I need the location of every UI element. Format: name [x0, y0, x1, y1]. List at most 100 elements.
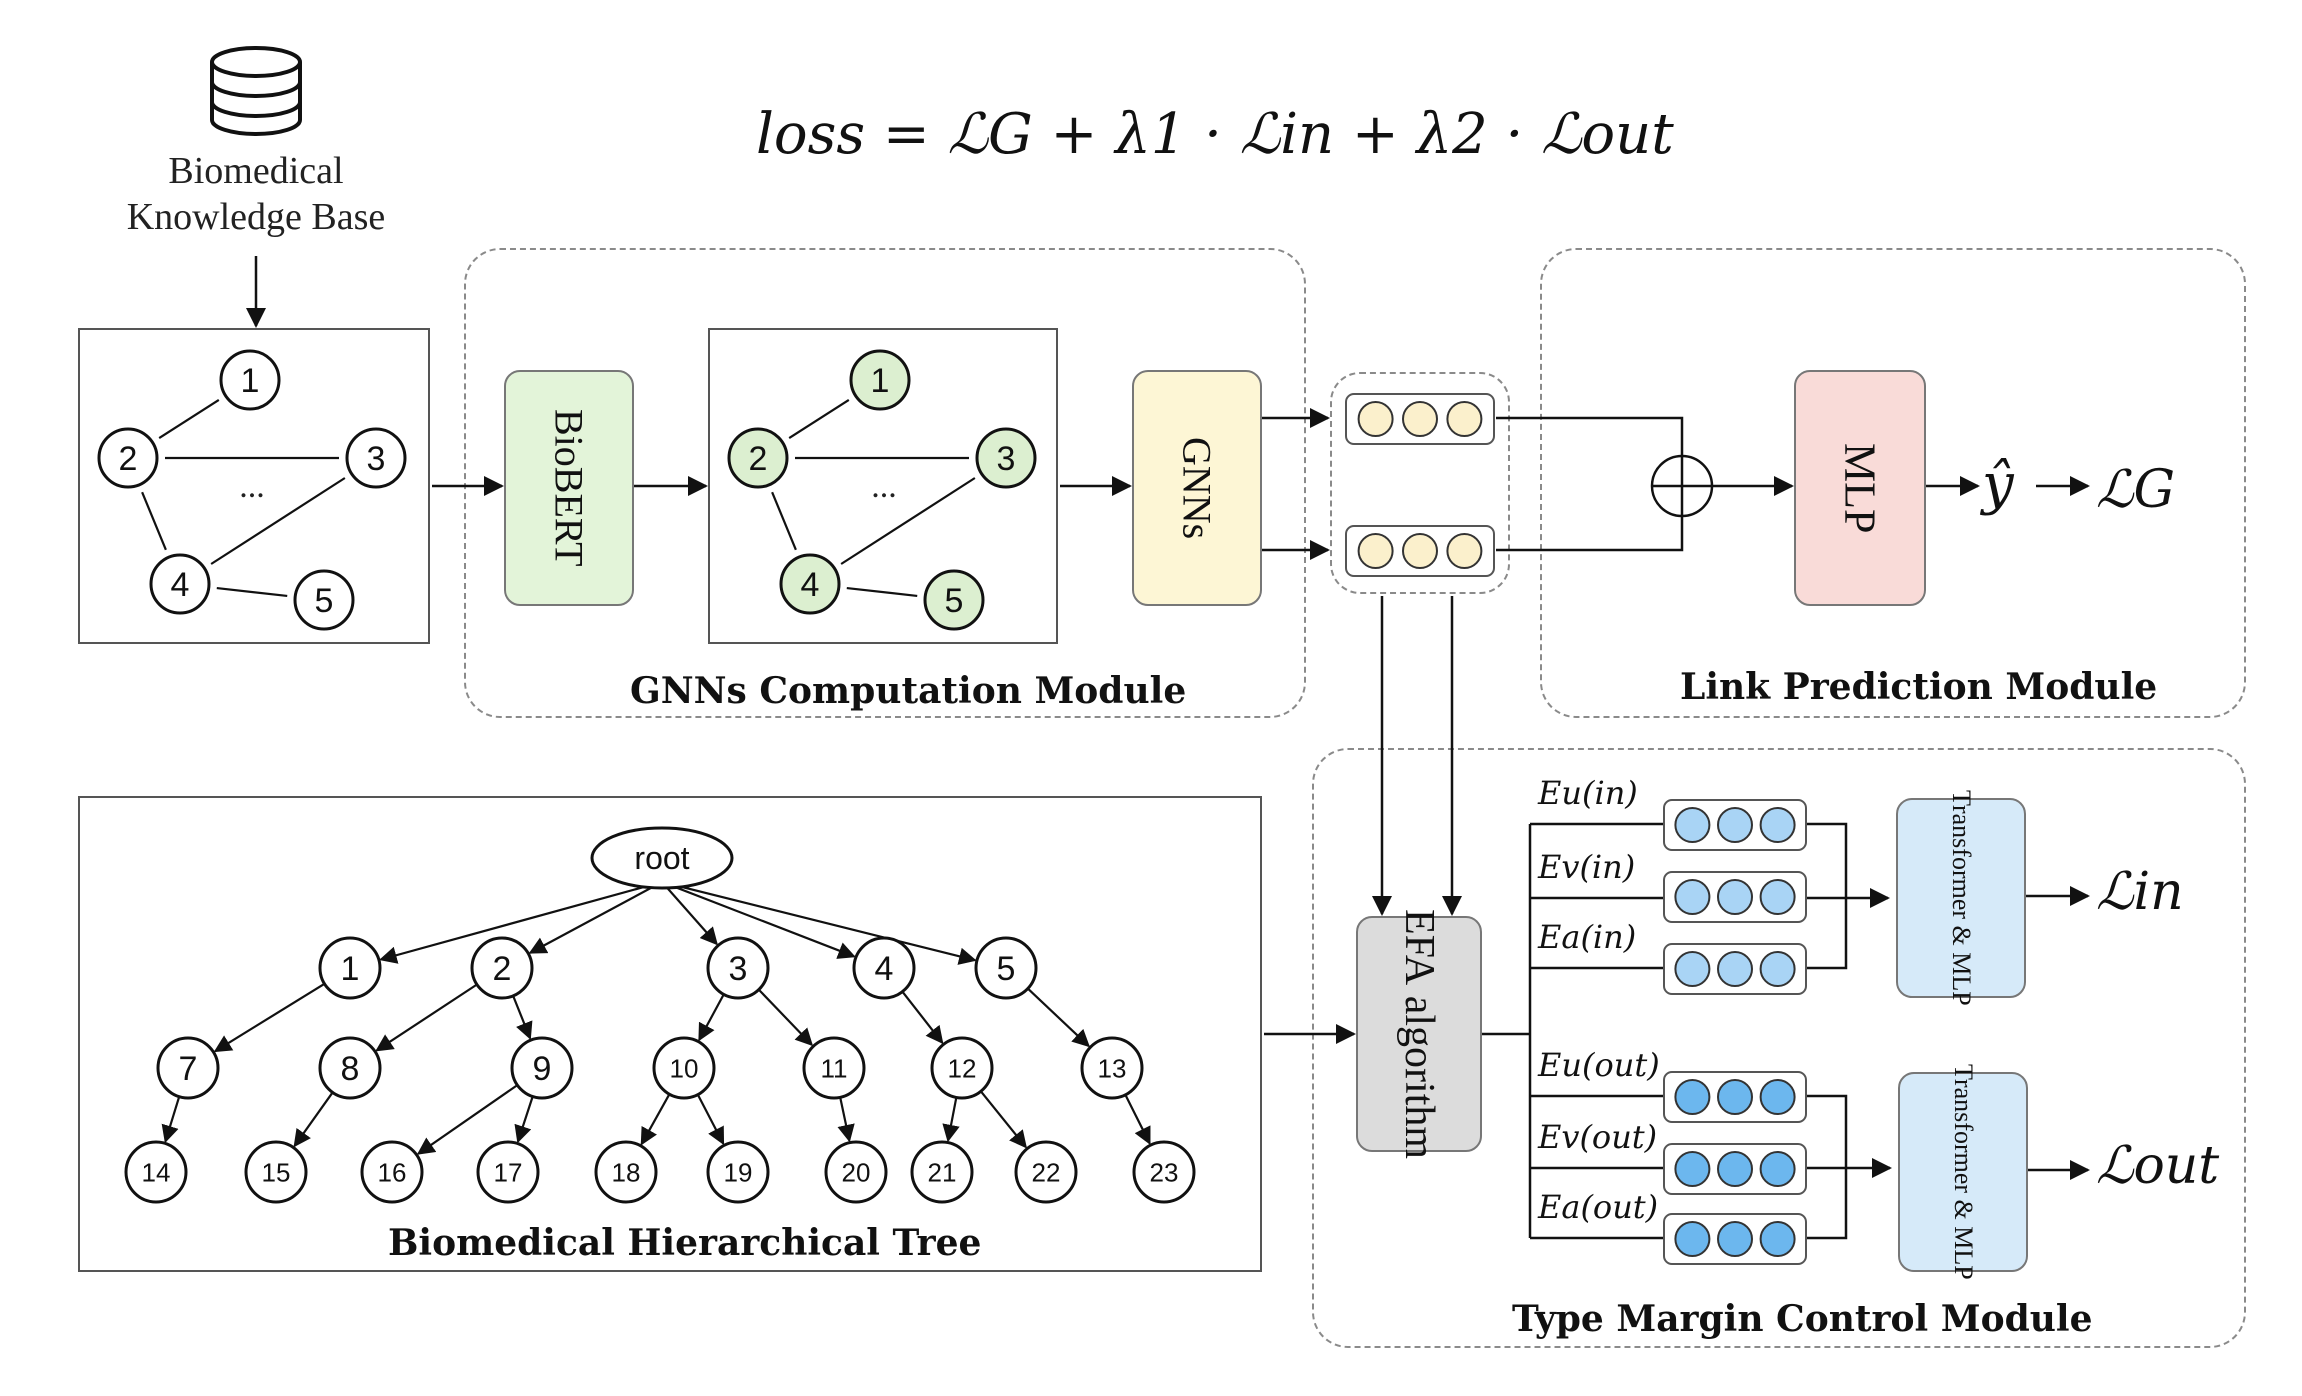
knowledge-base-label: Biomedical Knowledge Base — [96, 148, 416, 240]
graph1-node-4-label: 4 — [171, 566, 190, 604]
tree-node-10-label: 10 — [670, 1053, 699, 1083]
graph1-node-4: 4 — [149, 553, 211, 615]
tree-node-11-label: 11 — [821, 1053, 848, 1083]
graph1-node-5-label: 5 — [315, 582, 334, 620]
tree-edge-13-23 — [1124, 1094, 1151, 1145]
tree-node-17-label: 17 — [494, 1157, 523, 1187]
loss-g-output: ℒG — [2096, 460, 2175, 520]
gnn-module-title: GNNs Computation Module — [630, 670, 1187, 712]
type-embedding-out-a-cell-1 — [1717, 1221, 1753, 1257]
y-hat-output: ŷ — [1982, 452, 2014, 517]
tree-node-20-label: 20 — [842, 1157, 871, 1187]
type-embedding-out-v-cell-2 — [1759, 1151, 1796, 1187]
graph1-node-2: 2 — [97, 427, 159, 489]
tree-edge-root-3 — [661, 881, 718, 946]
e-label-v-in: Ev(in) — [1538, 848, 1636, 886]
tree-node-11: 11 — [802, 1036, 866, 1100]
graph-ellipsis-1: ... — [239, 468, 265, 505]
tree-root-label: root — [634, 840, 689, 876]
type-embedding-out-a — [1663, 1213, 1807, 1265]
graph1-node-3-label: 3 — [367, 440, 386, 478]
loss-out-output: ℒout — [2096, 1136, 2220, 1196]
tree-node-9-label: 9 — [533, 1050, 552, 1088]
link-module-container — [1540, 248, 2246, 718]
graph1-edge-3 — [210, 477, 346, 565]
e-label-a-out: Ea(out) — [1538, 1188, 1659, 1226]
tree-node-2-label: 2 — [493, 950, 512, 988]
knowledge-base-label-line2: Knowledge Base — [126, 196, 386, 238]
efa-algorithm-block: EFA algorithm — [1356, 909, 1482, 1159]
node-embedding-v-cell-1 — [1402, 533, 1438, 569]
embedding-vectors — [1345, 393, 1807, 1265]
type-embedding-out-u-cell-2 — [1759, 1079, 1796, 1115]
graph2-edge-0 — [788, 399, 850, 439]
tree-edge-root-2 — [528, 881, 663, 954]
graph1-node-1: 1 — [219, 349, 281, 411]
tree-edge-4-12 — [901, 990, 944, 1045]
tree-node-18-label: 18 — [612, 1157, 641, 1187]
type-module-title: Type Margin Control Module — [1512, 1298, 2093, 1340]
graph2-node-1: 1 — [849, 349, 911, 411]
tree-node-9: 9 — [510, 1036, 574, 1100]
graph1-node-3: 3 — [345, 427, 407, 489]
tree-node-3-label: 3 — [729, 950, 748, 988]
graph2-node-3: 3 — [975, 427, 1037, 489]
tree-node-10: 10 — [652, 1036, 716, 1100]
tree-node-7-label: 7 — [179, 1050, 198, 1088]
tree-node-22: 22 — [1014, 1140, 1078, 1204]
graph1-edge-4 — [216, 586, 288, 598]
graph2-node-5-label: 5 — [945, 582, 964, 620]
tree-node-7: 7 — [156, 1036, 220, 1100]
tree-node-1-label: 1 — [341, 950, 360, 988]
knowledge-base-label-line1: Biomedical — [168, 150, 344, 192]
type-embedding-in-u-cell-1 — [1717, 807, 1753, 843]
tree-node-3: 3 — [706, 936, 770, 1000]
concat-plus-icon — [1650, 454, 1714, 518]
tree-edge-7-14 — [161, 1096, 181, 1144]
tree-node-15-label: 15 — [262, 1157, 291, 1187]
node-embedding-u — [1345, 393, 1495, 445]
tree-edge-root-1 — [379, 880, 663, 964]
tree-node-19: 19 — [706, 1140, 770, 1204]
loss-formula-text: loss = ℒG + λ1 · ℒin + λ2 · ℒout — [756, 102, 1674, 167]
type-embedding-in-v-cell-2 — [1759, 879, 1796, 915]
tree-node-14: 14 — [124, 1140, 188, 1204]
tree-edge-2-8 — [375, 983, 478, 1052]
type-embedding-out-a-cell-0 — [1674, 1221, 1711, 1257]
transformer-in-label: Transformer & MLP — [1945, 790, 1977, 1006]
embedding-group-container — [1330, 372, 1510, 594]
tree-node-8: 8 — [318, 1036, 382, 1100]
transformer-mlp-out-block: Transformer & MLP — [1898, 1064, 2028, 1280]
tree-edge-9-16 — [416, 1084, 518, 1155]
tree-node-16-label: 16 — [378, 1157, 407, 1187]
gnns-block: GNNs — [1132, 370, 1262, 606]
transformer-mlp-in-block: Transformer & MLP — [1896, 790, 2026, 1006]
graph2-node-1-label: 1 — [871, 362, 890, 400]
tree-node-8-label: 8 — [341, 1050, 360, 1088]
loss-formula: loss = ℒG + λ1 · ℒin + λ2 · ℒout — [756, 102, 1674, 167]
graph2-node-3-label: 3 — [997, 440, 1016, 478]
node-embedding-u-cell-1 — [1402, 401, 1438, 437]
type-module-container — [1312, 748, 2246, 1348]
graph2-node-2-label: 2 — [749, 440, 768, 478]
graph2-node-2: 2 — [727, 427, 789, 489]
graph2-edge-4 — [846, 586, 918, 598]
tree-edge-9-17 — [514, 1096, 534, 1144]
graph1-node-5: 5 — [293, 569, 355, 631]
tree-node-15: 15 — [244, 1140, 308, 1204]
type-embedding-in-a — [1663, 943, 1807, 995]
type-embedding-in-u-cell-2 — [1759, 807, 1796, 843]
tree-edge-root-5 — [661, 880, 977, 965]
gnn-module-container — [464, 248, 1306, 718]
tree-edge-12-21 — [942, 1097, 960, 1143]
node-embedding-v-cell-0 — [1357, 533, 1394, 569]
tree-node-12: 12 — [930, 1036, 994, 1100]
transformer-in-line2: & MLP — [1947, 925, 1976, 1006]
tree-edge-12-22 — [979, 1090, 1027, 1149]
node-embedding-v — [1345, 525, 1495, 577]
tree-node-13-label: 13 — [1098, 1053, 1127, 1083]
graph-edges — [141, 399, 976, 598]
